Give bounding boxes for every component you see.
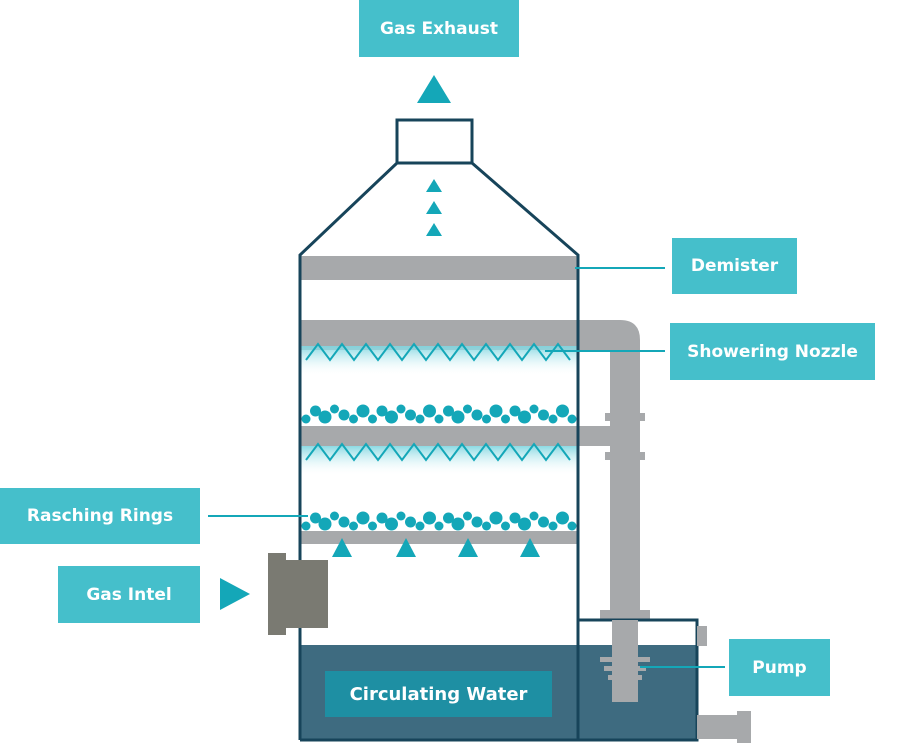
ring-bubble xyxy=(396,511,406,521)
spray-zone-upper xyxy=(300,346,578,376)
ring-bubble xyxy=(509,512,521,524)
ring-bubble xyxy=(538,516,549,528)
ring-bubble xyxy=(463,511,472,521)
rasching-rings-lower xyxy=(301,511,577,531)
rasching-rings-label: Rasching Rings xyxy=(0,488,200,544)
ring-bubble xyxy=(482,414,491,424)
ring-bubble xyxy=(529,511,539,521)
ring-bubble xyxy=(349,414,358,424)
ring-bubble xyxy=(471,516,483,528)
ring-bubble xyxy=(330,404,339,414)
ring-bubble xyxy=(518,517,531,531)
ring-bubble xyxy=(567,414,577,424)
ring-bubble xyxy=(509,405,521,417)
demister-label: Demister xyxy=(672,238,797,294)
ring-bubble xyxy=(451,410,465,424)
ring-bubble xyxy=(556,511,569,525)
gas-inlet-label: Gas Intel xyxy=(58,566,200,623)
ring-bubble xyxy=(443,512,454,524)
pump-label: Pump xyxy=(729,639,830,696)
ring-bubble xyxy=(330,511,339,521)
ring-bubble xyxy=(310,512,321,524)
ring-bubble xyxy=(376,512,388,524)
ring-bubble xyxy=(471,409,483,421)
circulating-water-label: Circulating Water xyxy=(325,671,552,717)
ring-bubble xyxy=(556,404,569,418)
ring-bubble xyxy=(368,414,377,424)
inlet-arrow-icon xyxy=(220,578,250,610)
rasching-rings-upper xyxy=(301,404,577,424)
ring-bubble xyxy=(405,516,416,528)
gas-flow-arrows-top xyxy=(426,179,442,236)
ring-bubble xyxy=(356,511,370,525)
ring-bubble xyxy=(501,414,510,424)
ring-bubble xyxy=(538,409,549,421)
exhaust-arrow-icon xyxy=(417,75,451,103)
ring-bubble xyxy=(489,511,503,525)
ring-bubble xyxy=(529,404,539,414)
ring-bubble xyxy=(415,414,425,424)
ring-bubble xyxy=(338,516,350,528)
ring-bubble xyxy=(368,521,377,531)
spray-zone-lower xyxy=(300,446,578,476)
ring-bubble xyxy=(310,405,321,417)
ring-bubble xyxy=(489,404,503,418)
gas-inlet-duct xyxy=(268,553,286,635)
ring-bubble xyxy=(443,405,454,417)
spray-line-lower xyxy=(305,442,571,462)
ring-bubble xyxy=(385,410,398,424)
ring-bubble xyxy=(567,521,577,531)
showering-nozzle-label: Showering Nozzle xyxy=(670,323,875,380)
leader-lines xyxy=(208,267,725,668)
ring-bubble xyxy=(301,521,311,531)
ring-bubble xyxy=(548,521,558,531)
ring-bubble xyxy=(301,414,311,424)
ring-support-bar xyxy=(300,531,578,544)
demister-bar xyxy=(300,256,578,280)
ring-bubble xyxy=(434,521,444,531)
ring-bubble xyxy=(434,414,444,424)
ring-bubble xyxy=(518,410,531,424)
ring-bubble xyxy=(415,521,425,531)
ring-bubble xyxy=(318,410,332,424)
gas-inlet-duct-flange xyxy=(285,560,328,628)
ring-bubble xyxy=(338,409,350,421)
ring-bubble xyxy=(405,409,416,421)
ring-bubble xyxy=(385,517,398,531)
ring-bubble xyxy=(451,517,465,531)
gas-flow-arrows-bottom xyxy=(332,538,540,557)
ring-bubble xyxy=(376,405,388,417)
ring-bubble xyxy=(501,521,510,531)
ring-bubble xyxy=(318,517,332,531)
gas-exhaust-label: Gas Exhaust xyxy=(359,0,519,57)
ring-bubble xyxy=(548,414,558,424)
ring-bubble xyxy=(423,511,436,525)
spray-line-upper xyxy=(305,342,571,362)
ring-bubble xyxy=(396,404,406,414)
ring-bubble xyxy=(482,521,491,531)
ring-bubble xyxy=(349,521,358,531)
ring-bubble xyxy=(423,404,436,418)
ring-bubble xyxy=(463,404,472,414)
pump-housing xyxy=(576,618,751,743)
ring-bubble xyxy=(356,404,370,418)
